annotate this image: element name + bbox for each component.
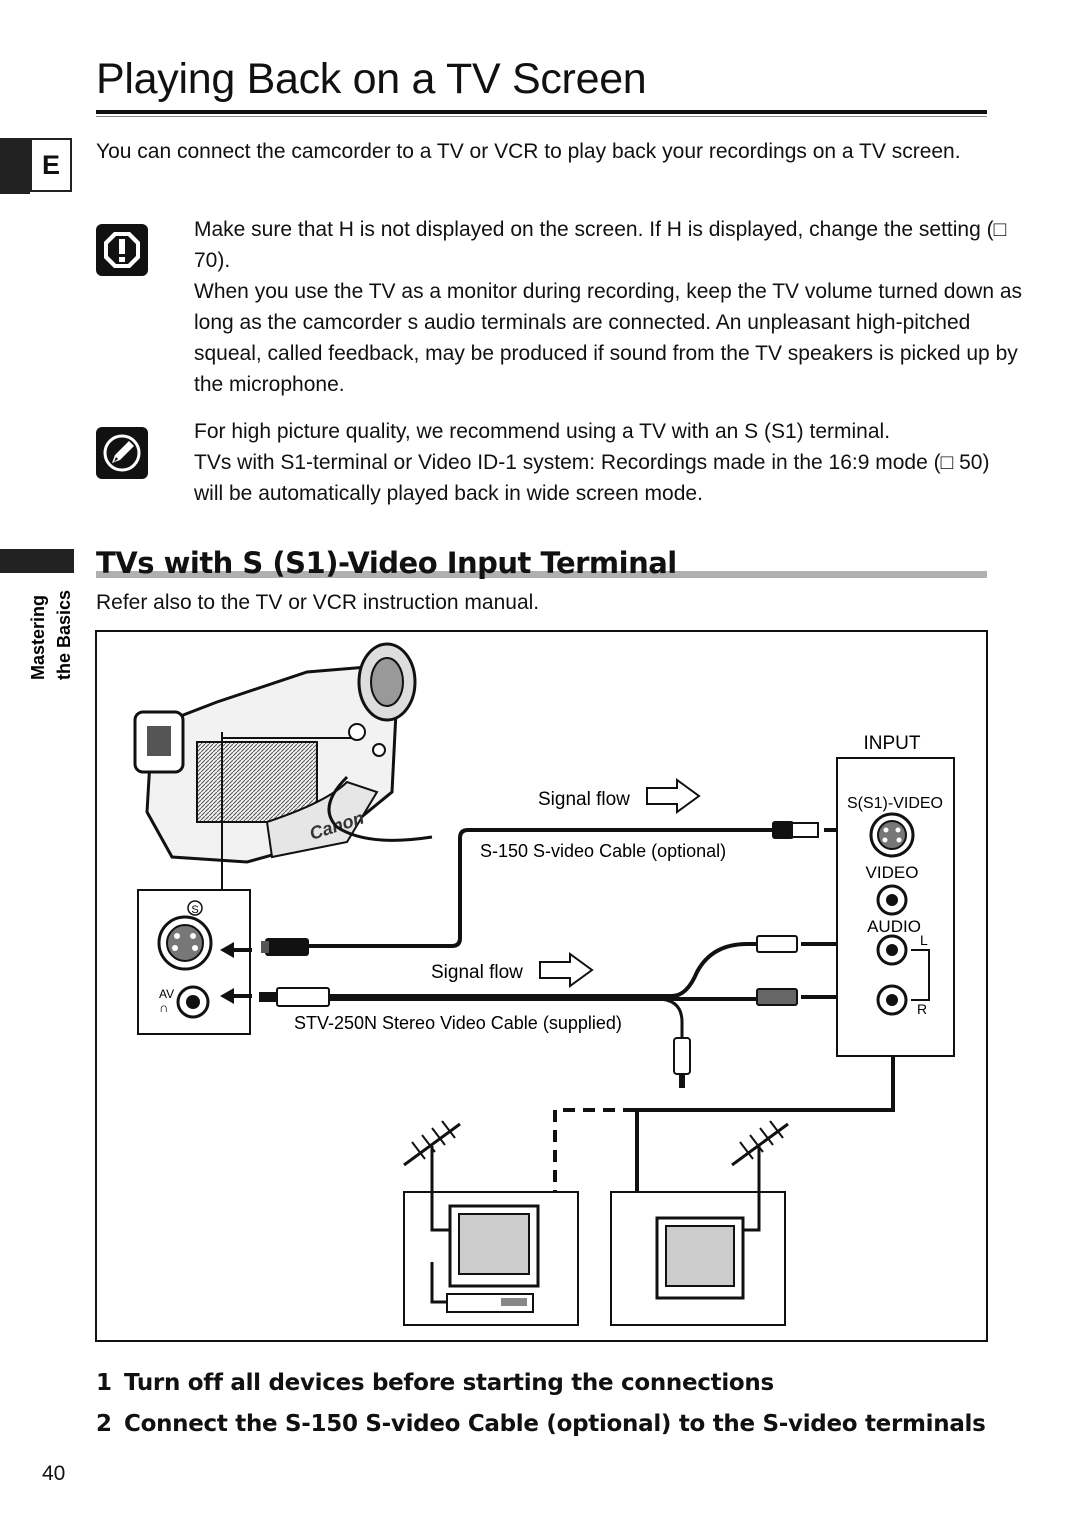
intro-text: You can connect the camcorder to a TV or…: [96, 140, 961, 163]
step-number: 2: [96, 1411, 112, 1437]
caution-text-2: When you use the TV as a monitor during …: [194, 280, 1023, 396]
side-label-line2: the Basics: [54, 590, 74, 680]
step-1: 1 Turn off all devices before starting th…: [96, 1366, 774, 1400]
signal-flow-label-1: Signal flow: [538, 789, 630, 810]
antenna-icon: [403, 1120, 461, 1177]
signal-flow-arrow-2: [539, 952, 594, 988]
headphone-icon: ∩: [159, 1000, 168, 1015]
audio-input-label: AUDIO: [867, 917, 921, 936]
language-tab-bar: [0, 138, 30, 194]
vcr-icon: [430, 1262, 534, 1313]
note-pencil-icon: [96, 427, 148, 479]
section-rule: [96, 571, 987, 578]
page-title: Playing Back on a TV Screen: [96, 55, 647, 103]
note-text-1: For high picture quality, we recommend u…: [194, 420, 891, 443]
step-number: 1: [96, 1370, 112, 1396]
camcorder-s-mark: S: [191, 904, 198, 916]
note-text-2: TVs with S1-terminal or Video ID-1 syste…: [194, 451, 990, 505]
section-subtext: Refer also to the TV or VCR instruction …: [96, 591, 540, 614]
side-tab-bar: [0, 549, 74, 573]
svideo-cable-label: S-150 S-video Cable (optional): [480, 841, 726, 861]
language-tab: E: [30, 138, 72, 192]
section-heading: TVs with S (S1)-Video Input Terminal: [96, 546, 677, 580]
camcorder-terminal-panel: S AV ∩: [137, 889, 251, 1035]
step-text: Turn off all devices before starting the…: [124, 1370, 774, 1396]
caution-icon: [96, 224, 148, 276]
stereo-video-cable: [259, 935, 798, 1088]
connection-diagram: Canon S AV ∩: [95, 630, 988, 1342]
video-input-label: VIDEO: [866, 863, 919, 882]
caution-text-1: Make sure that H is not displayed on the…: [194, 218, 1007, 272]
arrow-into-camcorder-svideo: [220, 942, 252, 958]
audio-left-label: L: [920, 932, 928, 948]
side-label-line1: Mastering: [28, 595, 48, 680]
antenna-icon: [731, 1120, 789, 1177]
arrow-into-camcorder-av: [220, 988, 252, 1004]
camcorder-av-mark: AV: [159, 987, 174, 1001]
title-rule-thin: [96, 116, 987, 117]
camcorder-illustration: Canon: [133, 642, 433, 890]
svideo-cable: [261, 821, 819, 956]
audio-right-label: R: [917, 1001, 927, 1017]
signal-flow-label-2: Signal flow: [431, 962, 523, 983]
title-rule: [96, 110, 987, 114]
tv-input-panel: INPUT S(S1)-VIDEO VIDEO AUDIO L R: [836, 733, 955, 1057]
input-label: INPUT: [864, 733, 921, 754]
stereo-cable-label: STV-250N Stereo Video Cable (supplied): [294, 1013, 622, 1033]
step-text: Connect the S-150 S-video Cable (optiona…: [124, 1411, 986, 1437]
page-number: 40: [42, 1462, 66, 1485]
right-tv-icon: [655, 1177, 761, 1300]
svideo-input-label: S(S1)-VIDEO: [847, 795, 943, 812]
left-tv-icon: [430, 1177, 540, 1288]
signal-flow-arrow-1: [646, 778, 701, 814]
step-2: 2 Connect the S-150 S-video Cable (option…: [96, 1407, 986, 1441]
side-section-label: Mastering the Basics: [10, 580, 80, 690]
